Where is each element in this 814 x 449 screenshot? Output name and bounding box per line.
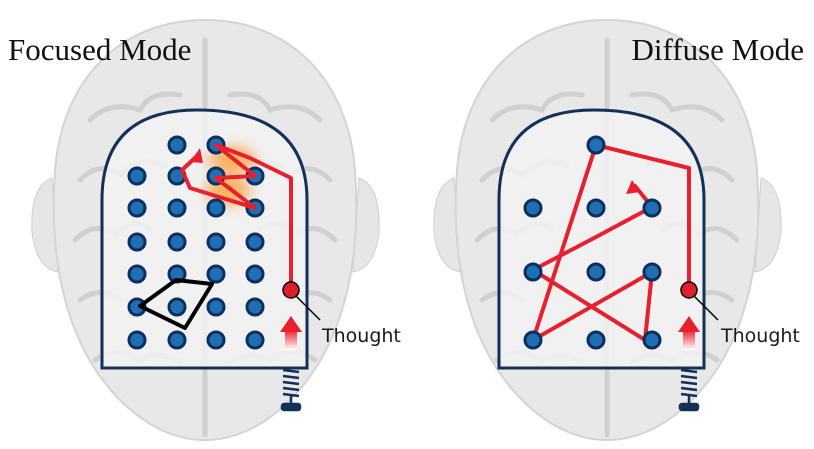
right-dot-grid	[523, 135, 662, 350]
focused-thought-path	[180, 143, 293, 292]
neuron-dot	[642, 198, 662, 218]
thought-ball-icon	[282, 281, 300, 299]
neuron-dot	[245, 264, 265, 284]
neuron-dot	[245, 297, 265, 317]
up-arrow-icon	[280, 316, 302, 350]
neuron-dot	[206, 330, 226, 350]
neuron-dot	[167, 232, 187, 252]
up-arrow-icon	[678, 316, 700, 350]
neuron-dot	[206, 232, 226, 252]
diffuse-arrowhead	[626, 180, 640, 194]
left-thought-label: Thought	[321, 325, 401, 347]
neuron-dot	[245, 232, 265, 252]
neuron-dot	[167, 135, 187, 155]
neuron-dot	[127, 166, 147, 186]
neuron-dot	[167, 330, 187, 350]
neuron-dot	[127, 198, 147, 218]
neuron-dot	[206, 198, 226, 218]
neuron-dot	[642, 330, 662, 350]
diffuse-thought-path	[531, 143, 691, 342]
thought-ball-icon	[680, 281, 698, 299]
spring-plunger-icon	[678, 368, 700, 412]
neuron-dot	[586, 330, 606, 350]
neuron-dot	[523, 330, 543, 350]
focused-mode-title: Focused Mode	[8, 32, 192, 67]
right-frame	[497, 108, 706, 370]
neuron-dot	[167, 198, 187, 218]
neuron-dot	[523, 198, 543, 218]
neuron-dot	[245, 330, 265, 350]
neuron-dot	[586, 135, 606, 155]
neuron-dot	[523, 262, 543, 282]
stuck-thought-loop	[138, 278, 214, 330]
left-brain	[31, 18, 380, 442]
neuron-dot	[127, 330, 147, 350]
neuron-dot	[127, 232, 147, 252]
spring-plunger-icon	[280, 368, 302, 412]
neuron-dot	[586, 198, 606, 218]
neuron-dot	[586, 262, 606, 282]
neuron-dot	[206, 297, 226, 317]
neuron-dot	[167, 297, 187, 317]
neuron-dot	[127, 264, 147, 284]
focused-arrowhead	[190, 148, 203, 163]
neuron-dot	[642, 262, 662, 282]
neuron-dot	[206, 264, 226, 284]
right-thought-label: Thought	[720, 325, 800, 347]
diffuse-mode-title: Diffuse Mode	[631, 32, 804, 67]
